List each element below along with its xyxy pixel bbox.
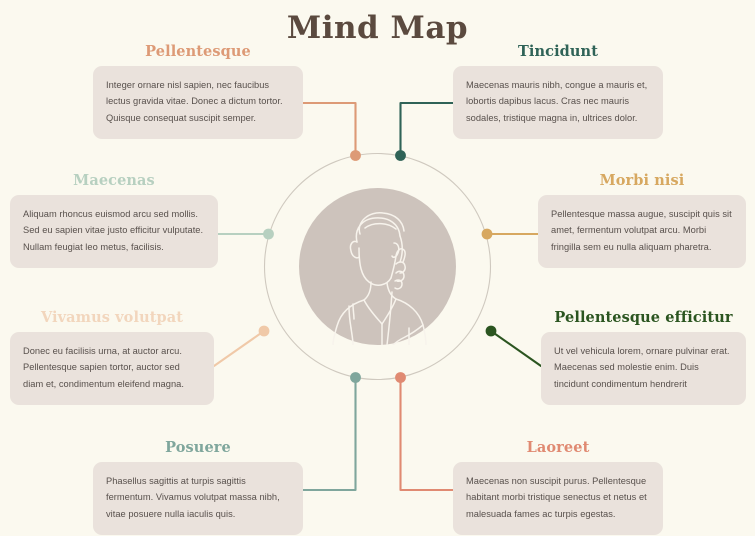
page-title: Mind Map (286, 10, 469, 46)
thinking-person-icon (332, 212, 427, 345)
node-heading-laoreet: Laoreet (526, 439, 590, 456)
dot-pellentesque (350, 150, 361, 161)
node-heading-pellentesque: Pellentesque (145, 43, 251, 60)
dot-vivamus-volutpat (258, 325, 270, 337)
connector-pellentesque-efficitur (489, 329, 543, 368)
node-body-laoreet: Maecenas non suscipit purus. Pellentesqu… (453, 461, 663, 535)
node-maecenas[interactable]: Maecenas Aliquam rhoncus euismod arcu se… (10, 173, 218, 268)
node-body-maecenas: Aliquam rhoncus euismod arcu sed mollis.… (10, 194, 218, 268)
connector-tincidunt (399, 101, 455, 157)
node-heading-posuere: Posuere (165, 439, 231, 456)
node-heading-vivamus-volutpat: Vivamus volutpat (40, 309, 184, 326)
node-heading-morbi-nisi: Morbi nisi (599, 172, 685, 189)
node-heading-maecenas: Maecenas (73, 172, 155, 189)
connector-laoreet (399, 376, 455, 492)
dot-laoreet (395, 372, 406, 383)
node-body-morbi-nisi: Pellentesque massa augue, suscipit quis … (538, 194, 746, 268)
node-body-posuere: Phasellus sagittis at turpis sagittis fe… (93, 461, 303, 535)
node-tincidunt[interactable]: Tincidunt Maecenas mauris nibh, congue a… (453, 44, 663, 139)
dot-posuere (350, 372, 361, 383)
node-pellentesque-efficitur[interactable]: Pellentesque efficitur Ut vel vehicula l… (541, 310, 746, 405)
connector-pellentesque (301, 101, 357, 157)
node-posuere[interactable]: Posuere Phasellus sagittis at turpis sag… (93, 440, 303, 535)
dot-tincidunt (395, 150, 406, 161)
node-pellentesque[interactable]: Pellentesque Integer ornare nisl sapien,… (93, 44, 303, 139)
dot-maecenas (263, 228, 274, 240)
node-vivamus-volutpat[interactable]: Vivamus volutpat Donec eu facilisis urna… (10, 310, 214, 405)
node-body-pellentesque: Integer ornare nisl sapien, nec faucibus… (93, 65, 303, 139)
node-body-tincidunt: Maecenas mauris nibh, congue a mauris et… (453, 65, 663, 139)
dot-morbi-nisi (481, 228, 493, 240)
dot-pellentesque-efficitur (485, 325, 497, 337)
node-body-pellentesque-efficitur: Ut vel vehicula lorem, ornare pulvinar e… (541, 331, 746, 405)
node-morbi-nisi[interactable]: Morbi nisi Pellentesque massa augue, sus… (538, 173, 746, 268)
node-heading-pellentesque-efficitur: Pellentesque efficitur (554, 309, 733, 326)
node-laoreet[interactable]: Laoreet Maecenas non suscipit purus. Pel… (453, 440, 663, 535)
node-heading-tincidunt: Tincidunt (518, 43, 598, 60)
connector-posuere (301, 376, 357, 492)
connector-vivamus-volutpat (212, 329, 266, 368)
node-body-vivamus-volutpat: Donec eu facilisis urna, at auctor arcu.… (10, 331, 214, 405)
